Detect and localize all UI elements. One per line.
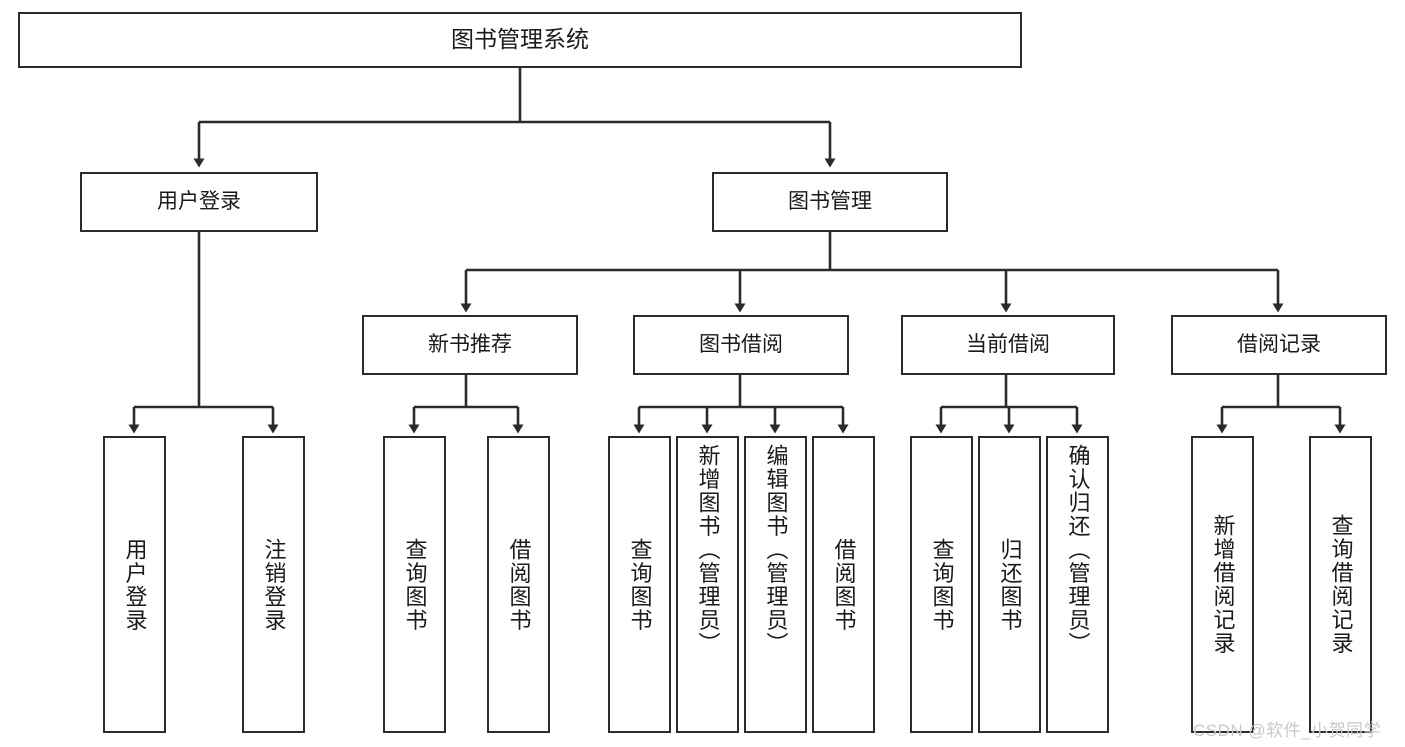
node-leaf-borrow-book-1[interactable]: 借阅图书 — [487, 436, 550, 733]
node-root-label: 图书管理系统 — [451, 26, 589, 53]
node-leaf-confirm-return[interactable]: 确认归还（管理员） — [1046, 436, 1109, 733]
node-leaf-edit-book[interactable]: 编辑图书（管理员） — [744, 436, 807, 733]
node-leaf-query-book-2-label: 查询图书 — [627, 537, 653, 632]
node-leaf-logout-login-label: 注销登录 — [261, 537, 287, 632]
csdn-watermark: CSDN @软件_小贺同学 — [1193, 721, 1382, 740]
node-leaf-add-book-label: 新增图书（管理员） — [695, 444, 721, 656]
node-leaf-borrow-book-1-label: 借阅图书 — [506, 537, 532, 632]
node-current-borrow-label: 当前借阅 — [966, 332, 1050, 356]
node-root[interactable]: 图书管理系统 — [18, 12, 1022, 68]
node-leaf-user-login[interactable]: 用户登录 — [103, 436, 166, 733]
node-current-borrow[interactable]: 当前借阅 — [901, 315, 1115, 375]
node-leaf-return-book-label: 归还图书 — [997, 537, 1023, 632]
node-leaf-edit-book-label: 编辑图书（管理员） — [763, 444, 789, 656]
node-leaf-query-book-3[interactable]: 查询图书 — [910, 436, 973, 733]
node-leaf-add-record[interactable]: 新增借阅记录 — [1191, 436, 1254, 733]
node-leaf-confirm-return-label: 确认归还（管理员） — [1065, 444, 1091, 656]
node-new-book-recommend[interactable]: 新书推荐 — [362, 315, 578, 375]
node-book-manage-label: 图书管理 — [788, 189, 872, 213]
node-leaf-logout-login[interactable]: 注销登录 — [242, 436, 305, 733]
node-leaf-query-record[interactable]: 查询借阅记录 — [1309, 436, 1372, 733]
node-leaf-add-record-label: 新增借阅记录 — [1210, 514, 1236, 655]
node-leaf-query-book-2[interactable]: 查询图书 — [608, 436, 671, 733]
node-leaf-query-book-3-label: 查询图书 — [929, 537, 955, 632]
node-leaf-return-book[interactable]: 归还图书 — [978, 436, 1041, 733]
node-user-login[interactable]: 用户登录 — [80, 172, 318, 232]
node-book-manage[interactable]: 图书管理 — [712, 172, 948, 232]
node-user-login-label: 用户登录 — [157, 189, 241, 213]
node-leaf-query-book-1[interactable]: 查询图书 — [383, 436, 446, 733]
node-leaf-borrow-book-2-label: 借阅图书 — [831, 537, 857, 632]
node-borrow-record[interactable]: 借阅记录 — [1171, 315, 1387, 375]
node-leaf-query-record-label: 查询借阅记录 — [1328, 514, 1354, 655]
node-leaf-add-book[interactable]: 新增图书（管理员） — [676, 436, 739, 733]
node-leaf-query-book-1-label: 查询图书 — [402, 537, 428, 632]
node-book-borrow-label: 图书借阅 — [699, 332, 783, 356]
node-new-book-recommend-label: 新书推荐 — [428, 332, 512, 356]
node-borrow-record-label: 借阅记录 — [1237, 332, 1321, 356]
node-leaf-user-login-label: 用户登录 — [122, 537, 148, 632]
node-book-borrow[interactable]: 图书借阅 — [633, 315, 849, 375]
node-leaf-borrow-book-2[interactable]: 借阅图书 — [812, 436, 875, 733]
